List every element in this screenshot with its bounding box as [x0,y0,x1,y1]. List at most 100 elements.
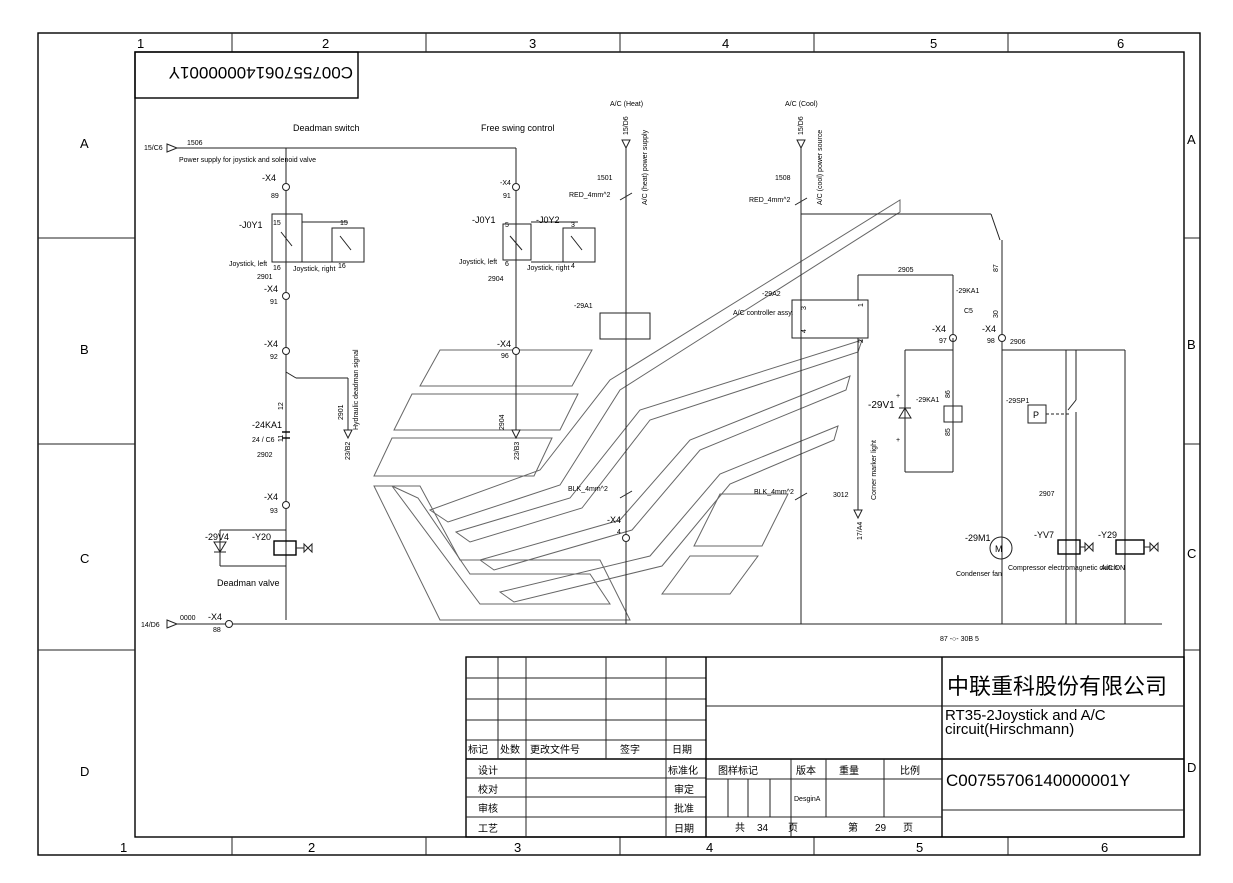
m1-desc: Condenser fan [956,571,1002,578]
cool-ref: 15/D6 [798,116,805,135]
x4-91-pin: 91 [270,299,278,306]
ground-wire: 0000 [180,615,196,622]
row-label-left: D [80,764,89,779]
frame-labels: 1 2 3 4 5 6 1 2 3 4 5 6 A B C D A B C D [80,36,1196,855]
wire-3012: 3012 [833,492,849,499]
y20-tag: -Y20 [252,532,271,542]
ka1-coil-p85: 85 [945,428,952,436]
x4-93-term: -X4 [264,492,278,502]
row-label-right: A [1187,132,1196,147]
col-label-bottom: 1 [120,840,127,855]
rev-header: 签字 [620,743,640,756]
x4-96-term: -X4 [497,339,511,349]
ka1b-p87: 87 [993,264,1000,272]
plus-a: + [896,393,900,400]
ka1-coil-tag: -29KA1 [916,397,939,404]
joy1b-pin-b: 6 [505,261,509,268]
x4-92-pin: 92 [270,354,278,361]
cool-wire-spec: RED_4mm^2 [749,197,791,204]
rev-header: 处数 [500,743,520,756]
ground-pin: 88 [213,627,221,634]
corner-light: Corner marker light [871,440,878,500]
rev-header: 标记 [468,744,488,756]
ka1b-pin: C5 [964,308,973,315]
total-label: 共 [735,822,745,834]
x4-4-pin: 4 [617,529,621,536]
col-label-top: 1 [137,36,144,51]
mirrored-drawing-code: C00755706140000001Y [169,63,353,82]
ka1-pin-a: 12 [278,402,285,410]
ka1-coil-p86: 86 [945,390,952,398]
blk1: BLK_4mm^2 [568,486,608,493]
row-label-right: C [1187,546,1196,561]
rev-header: 更改文件号 [530,743,580,756]
wire-2901: 2901 [257,274,273,281]
free-swing-section: Free swing control -X4 91 -J0Y1 5 6 Joys… [459,123,596,460]
row-label-left: B [80,342,89,357]
blk2: BLK_4mm^2 [754,489,794,496]
joy2-tag: -J0Y2 [536,215,560,225]
ac-cool-section: A/C (Cool) 15/D6 A/C (cool) power source… [733,101,1001,624]
section-label-ac-heat: A/C (Heat) [610,101,643,108]
section-label-deadman: Deadman switch [293,123,360,133]
x4-98-pin: 98 [987,338,995,345]
ka1-ref: 24 / C6 [252,437,275,444]
total-pages: 34 [757,823,769,834]
cool-wire: 1508 [775,175,791,182]
joy1-desc: Joystick, left [229,261,267,268]
role-left: 设计 [478,764,498,777]
x4-91b-pin: 91 [503,193,511,200]
ground-term: -X4 [208,612,222,622]
role-left: 工艺 [478,823,498,835]
x4-98-term: -X4 [982,324,996,334]
col-label-bottom: 3 [514,840,521,855]
drawing-title: RT35-2Joystick and A/C circuit(Hirschman… [945,709,1106,738]
row-label-right: D [1187,760,1196,775]
sp1-symbol: P [1033,410,1039,420]
sp1-tag: -29SP1 [1006,398,1029,405]
role-right: 标准化 [668,764,698,777]
row-label-right: B [1187,337,1196,352]
page-unit: 页 [788,822,798,834]
feed-wire: 1506 [187,140,203,147]
col-label-top: 3 [529,36,536,51]
cool-power: A/C (cool) power source [817,130,824,205]
heat-wire: 1501 [597,175,613,182]
mark-header: 重量 [839,764,859,777]
title-block: 标记 处数 更改文件号 签字 日期 设计 校对 审核 工艺 标准化 审定 批准 … [465,656,1185,838]
a2-desc: A/C controller assy. [733,310,793,317]
plus-b: + [896,437,900,444]
wire-2907: 2907 [1039,491,1055,498]
a2-tag: -29A2 [762,291,781,298]
x4-93-pin: 93 [270,508,278,515]
version-value: DesginA [794,796,821,803]
joy1b-desc: Joystick, left [459,259,497,266]
a2-p2: 2 [858,339,865,343]
page-unit2: 页 [903,822,913,834]
col-label-bottom: 2 [308,840,315,855]
yv7-desc: Compressor electromagnetic clutch [1008,565,1118,572]
wire-2904b: 2904 [499,414,506,430]
ka1b-p30: 30 [993,310,1000,318]
joy2-pin-a: 3 [571,222,575,229]
x4-89-pin: 89 [271,193,279,200]
yv7-tag: -YV7 [1034,530,1054,540]
heat-power: A/C (heat) power supply [642,129,649,205]
wire-2905: 2905 [898,267,914,274]
relay-section: -29KA1 C5 -X4 97 87 30 -X4 98 2906 -29V1… [868,240,1159,643]
wire-2904: 2904 [488,276,504,283]
section-label-ac-cool: A/C (Cool) [785,101,818,108]
x4-92-term: -X4 [264,339,278,349]
watermark-logo [373,199,901,621]
col-label-top: 2 [322,36,329,51]
col-label-bottom: 6 [1101,840,1108,855]
role-right: 批准 [674,802,694,815]
joy1b-tag: -J0Y1 [472,215,496,225]
ac-heat-section: A/C (Heat) 15/D6 A/C (heat) power supply… [568,101,651,624]
col-label-bottom: 4 [706,840,713,855]
joy2-desc: Joystick, right [527,265,569,272]
heat-wire-spec: RED_4mm^2 [569,192,611,199]
hyd-ref: 23/B2 [345,442,352,460]
wire-2906: 2906 [1010,339,1026,346]
